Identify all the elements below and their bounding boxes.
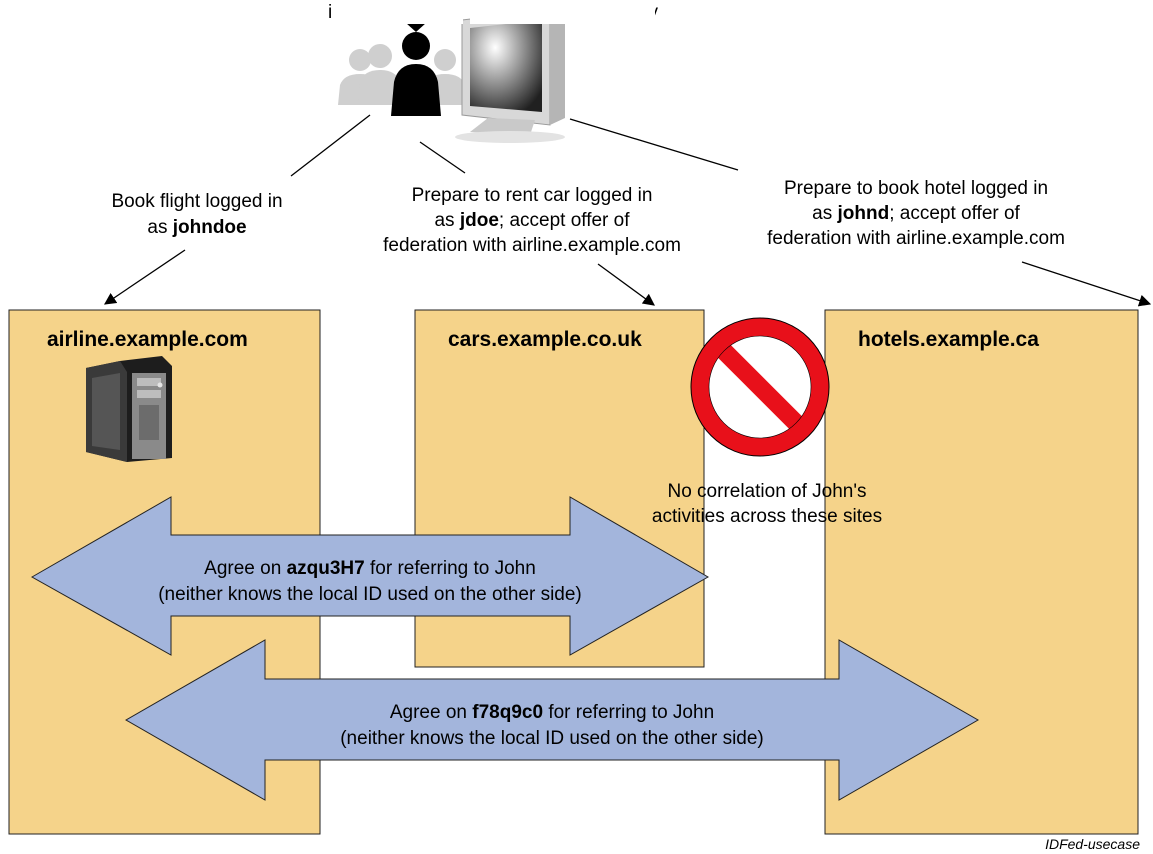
cars-note-line1: Prepare to rent car logged in bbox=[412, 185, 653, 206]
hotels-note-accept: ; accept offer of bbox=[889, 203, 1020, 224]
no-correlation-note: No correlation of John's activities acro… bbox=[652, 481, 882, 527]
svg-text:Agree on f78q9c0 for referring: Agree on f78q9c0 for referring to John bbox=[390, 702, 714, 723]
header-occluder bbox=[343, 0, 463, 24]
header-occluder-2 bbox=[470, 0, 655, 24]
server-icon bbox=[86, 356, 172, 462]
top-arrow-id: azqu3H7 bbox=[287, 558, 365, 579]
cars-note-line3: federation with airline.example.com bbox=[383, 235, 681, 256]
hotels-site-name: hotels.example.ca bbox=[858, 328, 1039, 351]
cars-site-name: cars.example.co.uk bbox=[448, 328, 642, 351]
svg-text:Agree on azqu3H7 for referring: Agree on azqu3H7 for referring to John bbox=[204, 558, 536, 579]
airline-note: Book flight logged in as johndoe bbox=[111, 191, 282, 238]
prohibited-icon bbox=[690, 317, 830, 457]
hotels-note-line1: Prepare to book hotel logged in bbox=[784, 178, 1048, 199]
top-federation-arrow bbox=[30, 496, 710, 656]
top-arrow-label: Agree on azqu3H7 for referring to John (… bbox=[158, 558, 582, 605]
bottom-arrow-referring: for referring to John bbox=[543, 702, 714, 723]
airline-note-as: as bbox=[147, 217, 172, 238]
cars-note-accept: ; accept offer of bbox=[499, 210, 630, 231]
connectors bbox=[104, 114, 1152, 307]
monitor-icon bbox=[455, 9, 565, 143]
bottom-arrow-label: Agree on f78q9c0 for referring to John (… bbox=[340, 702, 764, 749]
figure-caption: IDFed-usecase bbox=[1045, 836, 1140, 852]
svg-text:as jdoe; accept offer of: as jdoe; accept offer of bbox=[434, 210, 630, 231]
top-arrow-referring: for referring to John bbox=[365, 558, 536, 579]
bottom-arrow-line2: (neither knows the local ID used on the … bbox=[340, 728, 764, 749]
no-correlation-line1: No correlation of John's bbox=[667, 481, 866, 502]
bottom-arrow-id: f78q9c0 bbox=[472, 702, 543, 723]
bottom-federation-arrow bbox=[124, 639, 980, 801]
hotels-note-user: johnd bbox=[837, 203, 890, 224]
svg-text:as johndoe: as johndoe bbox=[147, 217, 246, 238]
top-arrow-line2: (neither knows the local ID used on the … bbox=[158, 584, 582, 605]
airline-note-line1: Book flight logged in bbox=[111, 191, 282, 212]
users-group-icon bbox=[338, 15, 467, 116]
no-correlation-line2: activities across these sites bbox=[652, 506, 882, 527]
top-arrow-agree: Agree on bbox=[204, 558, 286, 579]
cars-note-user: jdoe bbox=[459, 210, 499, 231]
airline-note-user: johndoe bbox=[172, 217, 247, 238]
hotels-note-as: as bbox=[812, 203, 837, 224]
bottom-arrow-agree: Agree on bbox=[390, 702, 472, 723]
svg-text:as johnd; accept offer of: as johnd; accept offer of bbox=[812, 203, 1020, 224]
airline-site-name: airline.example.com bbox=[47, 328, 248, 351]
cars-note: Prepare to rent car logged in as jdoe; a… bbox=[383, 185, 681, 256]
hotels-note: Prepare to book hotel logged in as johnd… bbox=[767, 178, 1065, 249]
cars-note-as: as bbox=[434, 210, 459, 231]
hotels-note-line3: federation with airline.example.com bbox=[767, 228, 1065, 249]
